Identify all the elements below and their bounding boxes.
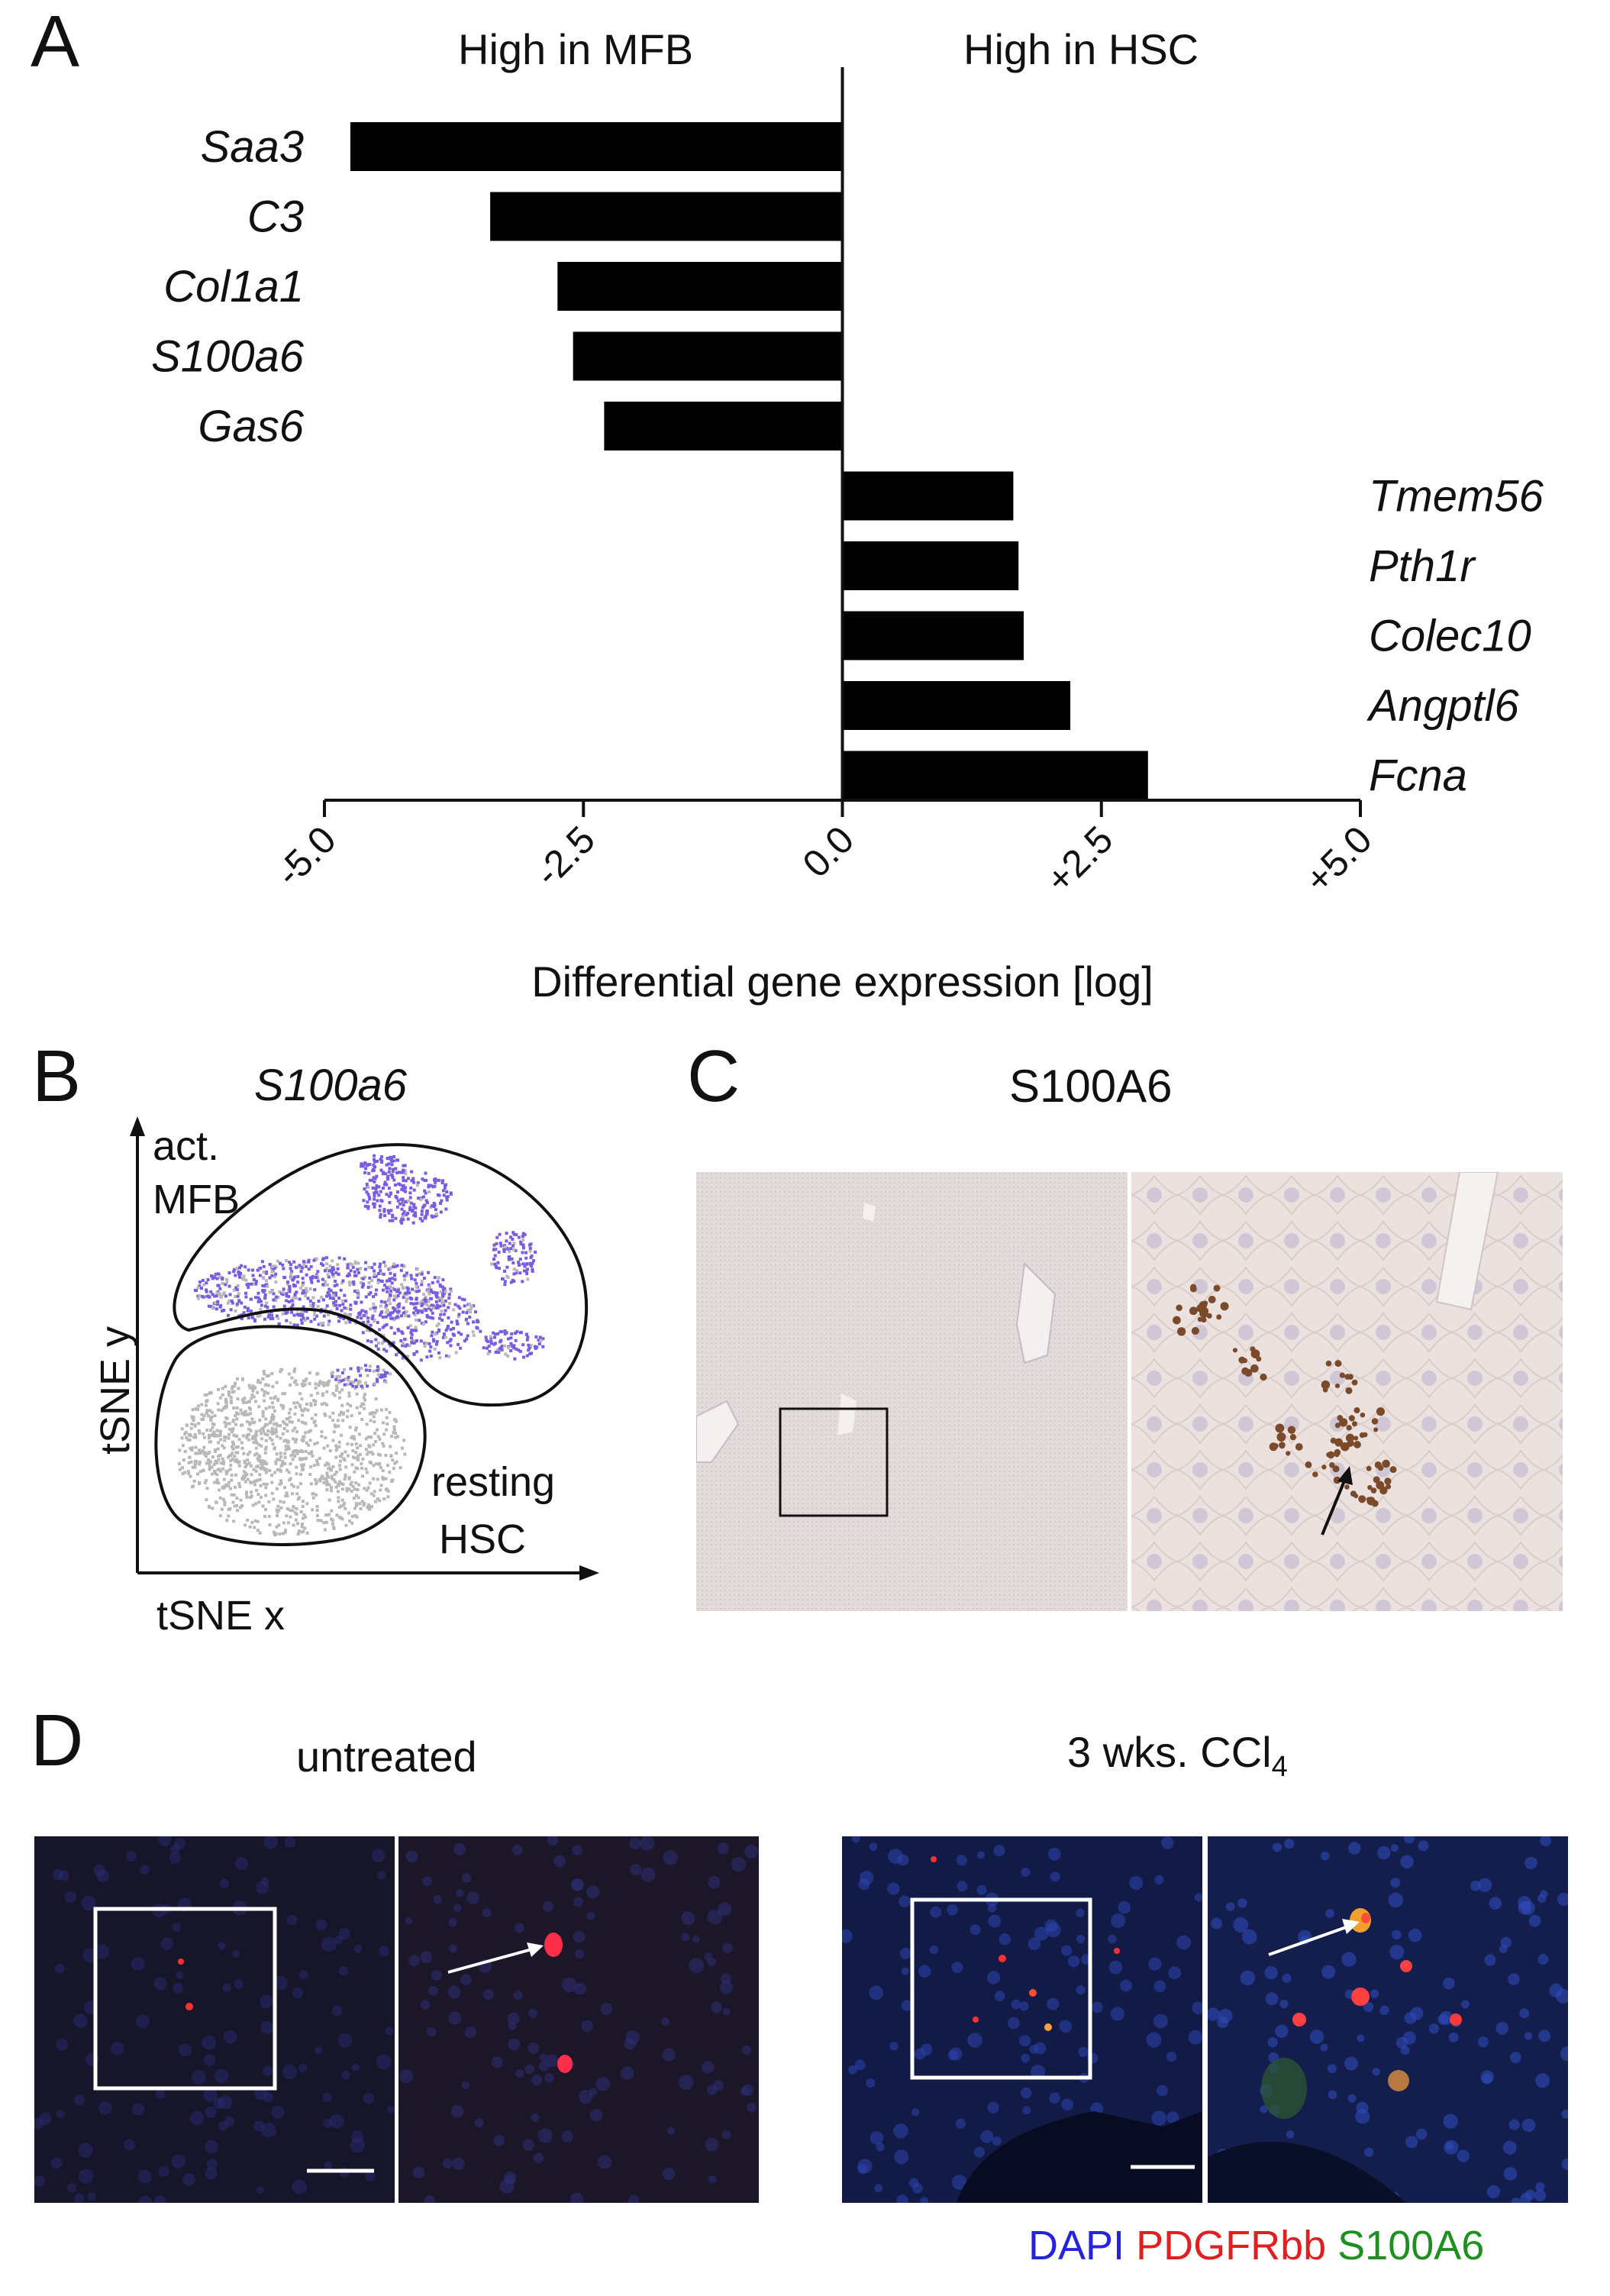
zoom-inset-box bbox=[779, 1407, 889, 1517]
legend-s100a6: S100A6 bbox=[1337, 2223, 1485, 2269]
vessel-shape bbox=[1435, 1172, 1499, 1311]
gene-label-colec10: Colec10 bbox=[1369, 612, 1531, 661]
gene-label-gas6: Gas6 bbox=[198, 402, 304, 451]
tsne-x-arrow-icon bbox=[579, 1565, 599, 1581]
tsne-y-arrow-icon bbox=[130, 1116, 145, 1136]
gene-label-angptl6: Angptl6 bbox=[1366, 681, 1519, 731]
panel-d-label: D bbox=[31, 1700, 84, 1781]
vessel-shape bbox=[696, 1400, 740, 1463]
legend-pdgfrbb: PDGFRbb bbox=[1136, 2223, 1327, 2269]
x-tick-label: +5.0 bbox=[1296, 818, 1379, 901]
if-treated-overview bbox=[842, 1836, 1202, 2203]
if-untreated-zoom bbox=[398, 1836, 759, 2203]
ihc-zoom-image bbox=[1131, 1172, 1563, 1611]
bar-angptl6 bbox=[842, 681, 1071, 730]
label-treated-text: 3 wks. CCl bbox=[1067, 1728, 1272, 1776]
gene-label-c3: C3 bbox=[247, 192, 304, 242]
if-untreated-overview bbox=[34, 1836, 395, 2203]
tsne-plot bbox=[130, 1116, 599, 1581]
bar-c3 bbox=[490, 192, 843, 241]
fluorescence-legend: DAPI PDGFRbb S100A6 bbox=[1028, 2222, 1484, 2269]
bar-fcna bbox=[842, 751, 1148, 800]
tsne-x-label: tSNE x bbox=[156, 1593, 286, 1639]
ihc-overview-image bbox=[696, 1172, 1128, 1611]
arrow-head-icon bbox=[1337, 1466, 1353, 1485]
x-axis-title: Differential gene expression [log] bbox=[531, 957, 1153, 1006]
header-high-in-hsc: High in HSC bbox=[963, 25, 1199, 73]
panel-c-title: S100A6 bbox=[1009, 1061, 1173, 1112]
vessel-shape bbox=[1015, 1261, 1057, 1364]
bar-colec10 bbox=[842, 611, 1024, 660]
hsc-cluster-outline bbox=[154, 1325, 427, 1546]
mfb-cluster-outline bbox=[173, 1143, 589, 1407]
tsne-cell-points bbox=[177, 1154, 545, 1537]
x-tick-label: 0.0 bbox=[795, 818, 863, 886]
s100a6-positive-cells bbox=[1173, 1284, 1397, 1507]
arrow-icon bbox=[1268, 1924, 1351, 1956]
zoom-inset-box bbox=[910, 1897, 1092, 2080]
gene-label-fcna: Fcna bbox=[1369, 751, 1467, 801]
tsne-y-label: tSNE y bbox=[92, 1326, 138, 1455]
panel-b-label: B bbox=[32, 1035, 82, 1117]
vessel-shape bbox=[863, 1203, 876, 1222]
vessel-shape bbox=[837, 1393, 857, 1435]
label-act: act. bbox=[153, 1123, 220, 1169]
gene-label-saa3: Saa3 bbox=[201, 122, 304, 172]
x-tick-label: +2.5 bbox=[1037, 818, 1121, 901]
bar-gas6 bbox=[604, 402, 843, 450]
bar-tmem56 bbox=[842, 471, 1014, 521]
panel-a-label: A bbox=[31, 1, 80, 82]
differential-expression-bar-chart: Saa3C3Col1a1S100a6Gas6Tmem56Pth1rColec10… bbox=[151, 67, 1544, 1006]
arrow-head-icon bbox=[527, 1942, 544, 1957]
gene-label-s100a6: S100a6 bbox=[151, 332, 305, 382]
arrow-icon bbox=[1321, 1473, 1349, 1536]
arrow-head-icon bbox=[1342, 1919, 1360, 1934]
x-tick-label: -5.0 bbox=[267, 818, 344, 895]
x-tick-label: -2.5 bbox=[526, 818, 603, 895]
bar-pth1r bbox=[842, 541, 1019, 590]
bar-s100a6 bbox=[573, 331, 843, 381]
header-high-in-mfb: High in MFB bbox=[458, 25, 694, 73]
bar-col1a1 bbox=[557, 262, 843, 311]
label-untreated: untreated bbox=[296, 1732, 477, 1781]
bar-saa3 bbox=[350, 122, 843, 171]
gene-label-tmem56: Tmem56 bbox=[1369, 472, 1544, 522]
gene-label-col1a1: Col1a1 bbox=[163, 262, 304, 312]
panel-b-title: S100a6 bbox=[254, 1061, 407, 1110]
zoom-inset-box bbox=[93, 1907, 277, 2091]
gene-label-pth1r: Pth1r bbox=[1369, 541, 1476, 591]
arrow-icon bbox=[447, 1947, 535, 1974]
label-treated: 3 wks. CCl4 bbox=[1067, 1727, 1288, 1784]
panel-c-label: C bbox=[687, 1035, 740, 1117]
if-treated-zoom bbox=[1208, 1836, 1568, 2203]
label-mfb: MFB bbox=[153, 1177, 240, 1222]
label-treated-subscript: 4 bbox=[1271, 1751, 1288, 1784]
label-resting: resting bbox=[431, 1459, 556, 1505]
label-hsc: HSC bbox=[439, 1516, 527, 1562]
legend-dapi: DAPI bbox=[1028, 2223, 1125, 2269]
